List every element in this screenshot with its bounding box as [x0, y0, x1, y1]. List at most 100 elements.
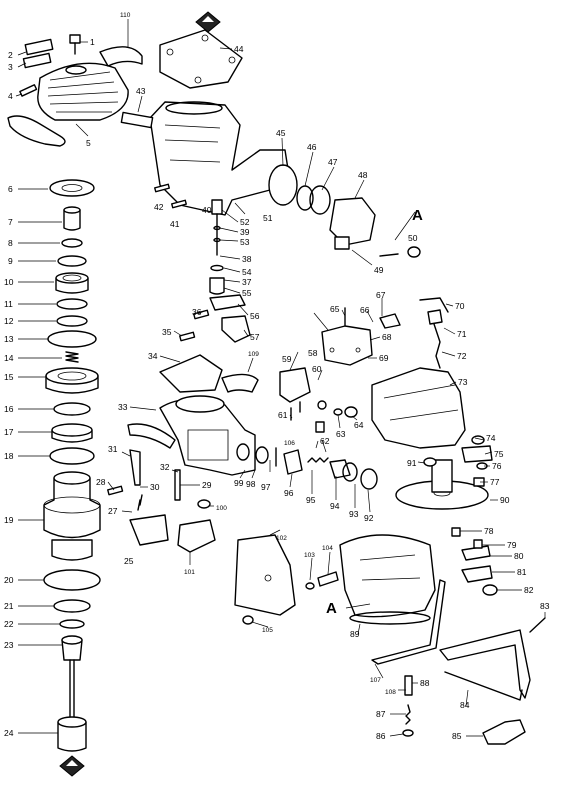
callout-72: 72	[457, 351, 467, 361]
magazine-base	[339, 534, 436, 625]
callout-103: 103	[304, 552, 315, 559]
callout-58: 58	[308, 348, 318, 358]
callout-6: 6	[8, 184, 13, 194]
callout-32: 32	[160, 462, 170, 472]
reference-mark-a-top: A	[412, 207, 423, 224]
callout-27: 27	[108, 506, 118, 516]
orientation-arrow-icon	[195, 11, 221, 33]
housing-fasteners	[305, 571, 339, 590]
callout-49: 49	[374, 265, 384, 275]
bracket-101	[177, 499, 216, 553]
callout-87: 87	[376, 709, 386, 719]
callout-68: 68	[382, 332, 392, 342]
handle-grip	[268, 164, 331, 215]
callout-80: 80	[514, 551, 524, 561]
callout-50: 50	[408, 233, 418, 243]
lower-gasket	[159, 354, 259, 393]
callout-82: 82	[524, 585, 534, 595]
callout-40: 40	[202, 205, 212, 215]
callout-94: 94	[330, 501, 340, 511]
callout-23: 23	[4, 640, 14, 650]
callout-81: 81	[517, 567, 527, 577]
callout-10: 10	[4, 277, 14, 287]
callout-95: 95	[306, 495, 316, 505]
callout-17: 17	[4, 427, 14, 437]
callout-39: 39	[240, 227, 250, 237]
callout-110: 110	[120, 12, 131, 19]
callout-14: 14	[4, 353, 14, 363]
callout-59: 59	[282, 354, 292, 364]
callout-16: 16	[4, 404, 14, 414]
callout-57: 57	[250, 332, 260, 342]
callout-1: 1	[90, 37, 95, 47]
callout-42: 42	[154, 202, 164, 212]
callout-2: 2	[8, 50, 13, 60]
left-stack	[43, 179, 101, 752]
callout-34: 34	[148, 351, 158, 361]
callout-71: 71	[457, 329, 467, 339]
latch-arm	[379, 297, 449, 329]
callout-35: 35	[162, 327, 172, 337]
callout-99: 99	[234, 478, 244, 488]
callout-77: 77	[490, 477, 500, 487]
callout-100: 100	[216, 505, 227, 512]
end-screw	[379, 246, 421, 258]
nose-body	[127, 395, 256, 476]
callout-43: 43	[136, 86, 146, 96]
left-housing-102	[234, 534, 296, 625]
callout-4: 4	[8, 91, 13, 101]
callout-97: 97	[261, 482, 271, 492]
callout-19: 19	[4, 515, 14, 525]
callout-79: 79	[507, 540, 517, 550]
callout-13: 13	[4, 334, 14, 344]
callout-92: 92	[364, 513, 374, 523]
callout-70: 70	[455, 301, 465, 311]
bottom-parts	[402, 617, 546, 745]
callout-90: 90	[500, 495, 510, 505]
callout-85: 85	[452, 731, 462, 741]
guide-rail	[371, 579, 531, 701]
callout-69: 69	[379, 353, 389, 363]
callout-37: 37	[242, 277, 252, 287]
leader-lines	[15, 19, 546, 737]
callout-53: 53	[240, 237, 250, 247]
callout-101: 101	[184, 569, 195, 576]
cylinder-gasket	[159, 29, 243, 89]
callout-89: 89	[350, 629, 360, 639]
callout-36: 36	[192, 307, 202, 317]
callout-labels: 1 2 3 4 5 110 44 43 6 7 8 9 10 11 12 13 …	[4, 12, 550, 741]
callout-24: 24	[4, 728, 14, 738]
valve-cluster	[279, 367, 358, 433]
body-pins	[154, 183, 187, 209]
callout-93: 93	[349, 509, 359, 519]
callout-28: 28	[96, 477, 106, 487]
cap-gasket	[7, 115, 66, 147]
magazine-body	[371, 367, 466, 449]
callout-109: 109	[248, 351, 259, 358]
callout-11: 11	[4, 299, 13, 309]
callout-45: 45	[276, 128, 286, 138]
callout-60: 60	[312, 364, 322, 374]
callout-12: 12	[4, 316, 14, 326]
feed-spring	[427, 309, 443, 369]
orientation-arrow-icon	[59, 755, 85, 777]
callout-106: 106	[284, 440, 295, 447]
callout-102: 102	[276, 535, 287, 542]
callout-51: 51	[263, 213, 273, 223]
callout-66: 66	[360, 305, 370, 315]
callout-75: 75	[494, 449, 504, 459]
callout-15: 15	[4, 372, 14, 382]
callout-29: 29	[202, 480, 212, 490]
callout-73: 73	[458, 377, 468, 387]
callout-74: 74	[486, 433, 496, 443]
callout-86: 86	[376, 731, 386, 741]
callout-83: 83	[540, 601, 550, 611]
callout-56: 56	[250, 311, 260, 321]
callout-30: 30	[150, 482, 160, 492]
callout-65: 65	[330, 304, 340, 314]
callout-104: 104	[322, 545, 333, 552]
main-body	[120, 101, 291, 216]
callout-52: 52	[240, 217, 250, 227]
cap-plate	[22, 38, 54, 69]
